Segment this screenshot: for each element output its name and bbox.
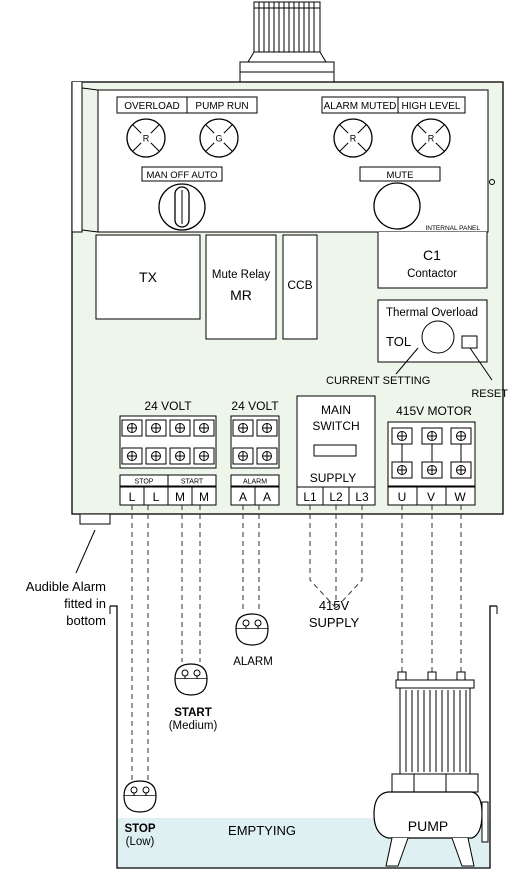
terminal-a1: A (239, 490, 247, 504)
start-float-switch-icon (174, 663, 208, 696)
current-setting-label: CURRENT SETTING (326, 375, 430, 387)
ccb-label: CCB (287, 278, 312, 292)
mute-relay-code: MR (230, 287, 252, 303)
main-switch-label-2: SWITCH (312, 419, 359, 433)
start-float-label: START (174, 707, 211, 719)
svg-text:R: R (143, 134, 150, 144)
start-terminal-caption: START (181, 479, 204, 486)
selector-switch-icon[interactable] (158, 183, 206, 231)
terminal-block-motor (387, 421, 476, 487)
alarm-float-label: ALARM (233, 656, 273, 668)
transformer-box (95, 234, 201, 320)
svg-text:G: G (215, 134, 222, 144)
terminal-a2: A (263, 490, 271, 504)
start-float-sub: (Medium) (169, 720, 218, 732)
alarm-terminal-caption: ALARM (243, 479, 267, 486)
terminal-l1: L (129, 490, 136, 504)
volt24-label-a: 24 VOLT (144, 399, 192, 413)
stop-float-sub: (Low) (126, 836, 155, 848)
stop-float-switch-icon (123, 780, 157, 813)
terminal-supply-l2: L2 (329, 490, 343, 504)
terminal-l2: L (153, 490, 160, 504)
emptying-label: EMPTYING (228, 823, 296, 838)
pump-label: PUMP (408, 818, 448, 834)
terminal-block-stop-start (119, 415, 217, 469)
stop-terminal-caption: STOP (135, 479, 154, 486)
transformer-label: TX (139, 269, 158, 285)
overload-lamp-icon: R (126, 118, 166, 158)
alarm-float-switch-icon (235, 613, 269, 646)
stop-float-label: STOP (124, 823, 155, 835)
terminal-m1: M (175, 490, 185, 504)
audible-alarm-label-3: bottom (66, 613, 106, 628)
contactor-code: C1 (423, 247, 441, 263)
reset-label: RESET (471, 388, 508, 400)
terminal-block-alarm (230, 415, 280, 469)
motor-terminal-label: 415V MOTOR (396, 404, 472, 418)
terminal-supply-l1: L1 (303, 490, 317, 504)
pump-icon (373, 671, 489, 867)
internal-panel-label: INTERNAL PANEL (425, 225, 480, 232)
lamp-label-high-level: HIGH LEVEL (402, 101, 461, 112)
volt24-label-b: 24 VOLT (231, 399, 279, 413)
thermal-overload-label: Thermal Overload (386, 307, 478, 319)
cable-gland (239, 1, 335, 83)
audible-alarm-label-2: fitted in (64, 596, 106, 611)
tol-label: TOL (386, 334, 411, 349)
lamp-label-alarm-muted: ALARM MUTED (324, 101, 397, 112)
supply-cable-label: SUPPLY (309, 615, 360, 630)
supply-voltage-label: 415V (319, 598, 350, 613)
supply-label: SUPPLY (310, 471, 356, 485)
terminal-v: V (427, 490, 435, 504)
sump-outline (110, 605, 497, 869)
terminal-m2: M (199, 490, 209, 504)
supply-cable-l3 (335, 505, 363, 609)
mute-relay-label: Mute Relay (212, 269, 270, 281)
door-latch-icon (489, 179, 495, 185)
mute-button-icon[interactable] (373, 182, 421, 230)
ccb-box (282, 234, 318, 340)
alarm-muted-lamp-icon: R (333, 118, 373, 158)
pump-run-lamp-icon: G (199, 118, 239, 158)
reset-button-icon[interactable] (461, 335, 478, 349)
main-switch-handle-icon[interactable] (313, 444, 357, 457)
high-level-lamp-icon: R (411, 118, 451, 158)
contactor-label: Contactor (407, 268, 457, 280)
audible-alarm-label-1: Audible Alarm (26, 579, 106, 594)
lamp-label-overload: OVERLOAD (124, 101, 180, 112)
lamp-label-pump-run: PUMP RUN (195, 101, 248, 112)
audible-alarm-icon (79, 513, 111, 525)
supply-cable-l1 (309, 505, 337, 609)
contactor-box (377, 232, 488, 289)
main-switch-label-1: MAIN (321, 403, 351, 417)
selector-label: MAN OFF AUTO (146, 170, 217, 181)
current-setting-dial-icon[interactable] (421, 320, 455, 354)
svg-text:R: R (350, 134, 357, 144)
terminal-supply-l3: L3 (355, 490, 369, 504)
mute-label: MUTE (387, 170, 414, 181)
svg-text:R: R (428, 134, 435, 144)
terminal-u: U (398, 490, 407, 504)
terminal-w: W (454, 490, 466, 504)
mute-relay-box (205, 234, 277, 340)
